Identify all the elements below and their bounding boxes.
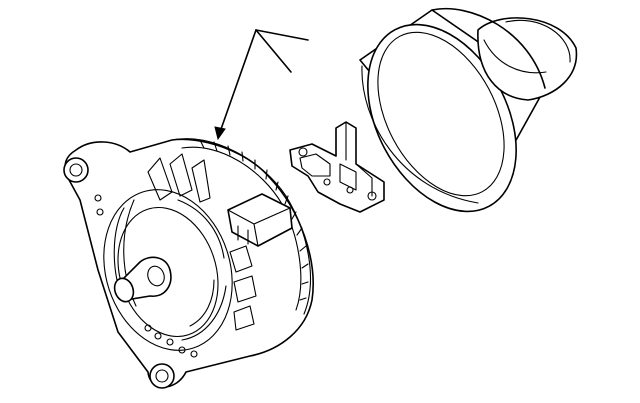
voltage-regulator bbox=[289, 121, 385, 213]
callout-leader bbox=[214, 29, 309, 141]
callout-arrowhead bbox=[214, 126, 226, 141]
pulley-cover bbox=[359, 7, 578, 213]
cooling-fins bbox=[199, 139, 309, 301]
fan-blades bbox=[147, 153, 257, 331]
alternator bbox=[63, 138, 314, 389]
